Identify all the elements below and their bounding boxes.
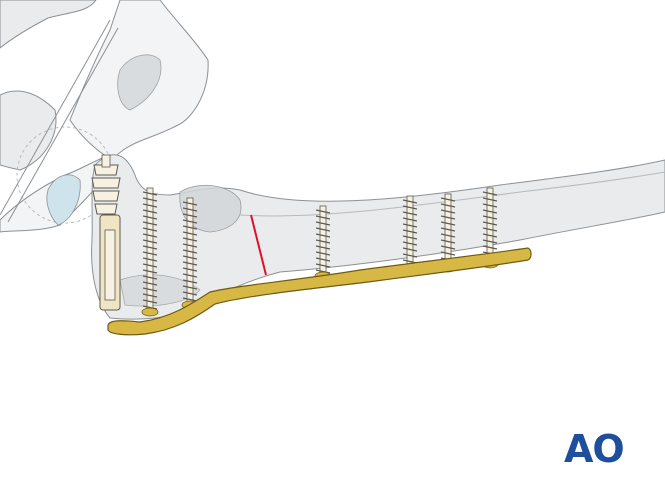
fracture-line [250,214,267,276]
logo-text: AO [564,427,624,471]
femur-bone [91,154,665,320]
bone-plate [107,247,532,336]
ao-logo: AO [564,427,625,471]
lag-screw [91,154,121,311]
cortical-screw [141,187,159,317]
